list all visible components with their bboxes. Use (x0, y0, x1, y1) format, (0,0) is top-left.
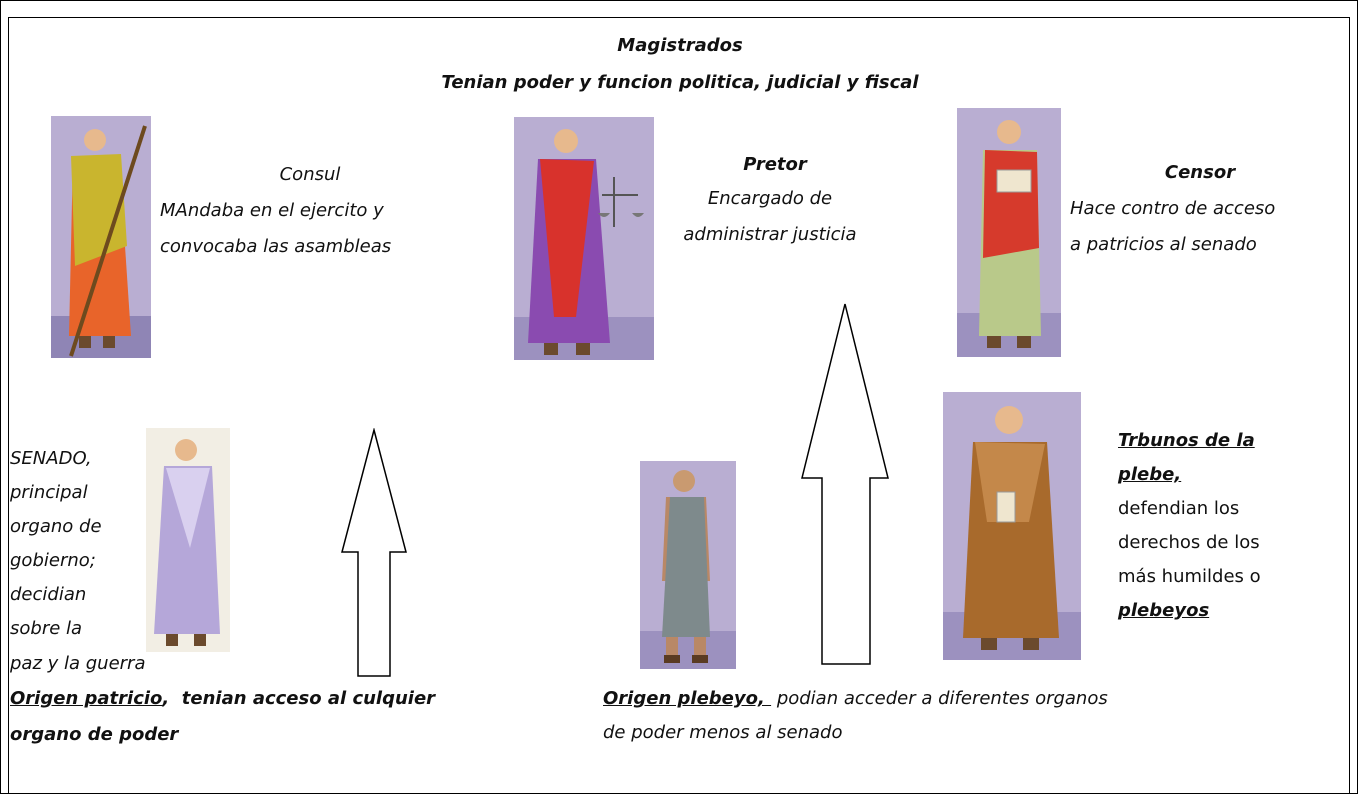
diagram-panel (8, 17, 1350, 794)
consul-desc-line1: MAndaba en el ejercito y (160, 200, 384, 221)
senado-line2: principal (10, 482, 88, 503)
senado-line1: SENADO, (10, 448, 92, 469)
plebeyo-rest: podian acceder a diferentes organos (771, 688, 1108, 709)
up-arrow-right (800, 302, 890, 666)
censor-desc-line2: a patricios al senado (1070, 234, 1257, 255)
senado-line6: sobre la (10, 618, 83, 639)
page-subtitle: Tenian poder y funcion politica, judicia… (441, 72, 919, 93)
tribunos-title-line2: plebe, (1118, 464, 1182, 485)
plebeyo-label: Origen plebeyo, (603, 688, 772, 709)
plebeyo-line1: Origen plebeyo, podian acceder a diferen… (603, 686, 1108, 711)
censor-figure (957, 108, 1061, 357)
plebeyo-line2: de poder menos al senado (603, 722, 843, 743)
censor-desc-line1: Hace contro de acceso (1070, 198, 1276, 219)
patricio-label: Origen patricio (10, 688, 163, 709)
consul-desc-line2: convocaba las asambleas (160, 236, 392, 257)
up-arrow-left (340, 428, 408, 678)
tribune-figure (943, 392, 1081, 660)
patricio-line2: organo de poder (10, 724, 179, 745)
pretor-figure (514, 117, 654, 360)
senator-figure (146, 428, 230, 652)
censor-name: Censor (1164, 162, 1236, 183)
tribunos-plebeyos: plebeyos (1118, 600, 1210, 621)
consul-figure (51, 116, 151, 358)
tribunos-title-line1: Trbunos de la (1118, 430, 1255, 451)
consul-name: Consul (279, 164, 341, 185)
senado-line5: decidian (10, 584, 87, 605)
plebeian-figure (640, 461, 736, 669)
pretor-desc-line2: administrar justicia (683, 224, 857, 245)
pretor-name: Pretor (743, 154, 807, 175)
senado-line3: organo de (10, 516, 102, 537)
senado-line7: paz y la guerra (10, 653, 146, 674)
pretor-desc-line1: Encargado de (707, 188, 833, 209)
tribunos-desc-line2: derechos de los (1118, 532, 1260, 553)
page-title: Magistrados (617, 35, 743, 56)
tribunos-desc-line3: más humildes o (1118, 566, 1261, 587)
tribunos-desc-line1: defendian los (1118, 498, 1240, 519)
patricio-line1: Origen patricio, tenian acceso al culqui… (10, 686, 435, 711)
patricio-rest: , tenian acceso al culquier (162, 688, 436, 709)
senado-line4: gobierno; (10, 550, 96, 571)
